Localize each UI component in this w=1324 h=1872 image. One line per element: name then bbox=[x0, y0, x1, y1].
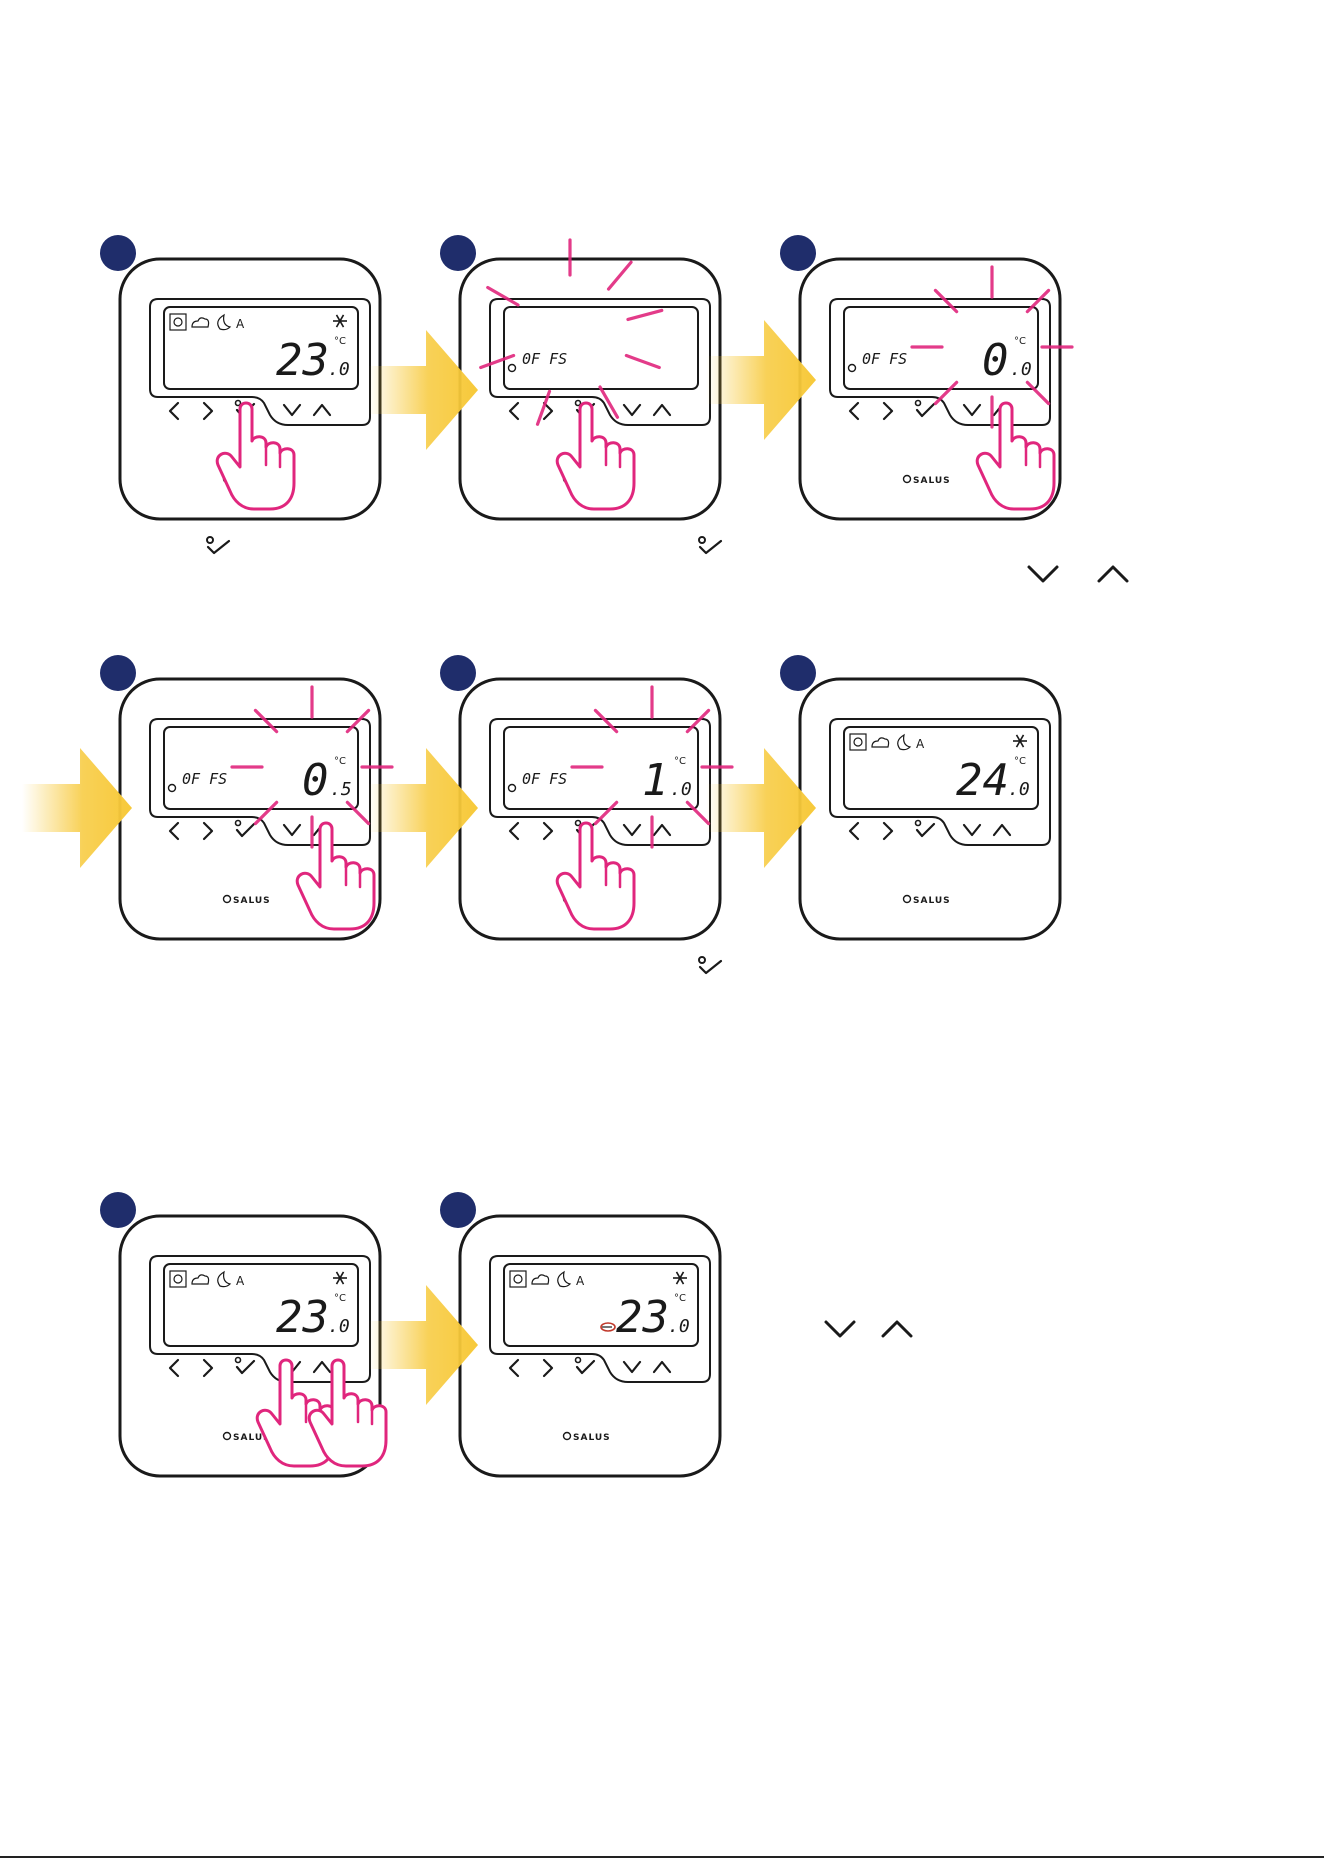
thermostat-illustration: SALUS0F FS bbox=[440, 235, 740, 535]
caption-chevron-up-icon-1 bbox=[1096, 563, 1130, 585]
offset-code: 0F FS bbox=[522, 350, 567, 368]
mode-auto-label: A bbox=[236, 317, 245, 331]
thermostat-illustration: SALUSA23.0°C bbox=[100, 1192, 400, 1492]
arrow-4-5 bbox=[368, 748, 478, 868]
mode-auto-label: A bbox=[576, 1274, 585, 1288]
temperature-decimal: .0 bbox=[668, 1316, 690, 1337]
brand-text: SALUS bbox=[573, 1433, 611, 1443]
arrow-shape bbox=[706, 320, 816, 440]
brand-text: SALUS bbox=[233, 896, 271, 906]
step-number-badge bbox=[100, 235, 136, 271]
step-4: SALUS 0F FS 0.5 °C bbox=[100, 655, 400, 955]
offset-code: 0F FS bbox=[182, 770, 227, 788]
step-3: SALUS 0F FS 0.0 °C bbox=[780, 235, 1080, 535]
lcd-screen bbox=[504, 307, 698, 389]
temperature-decimal: .0 bbox=[1008, 779, 1030, 800]
temperature-decimal: .0 bbox=[328, 359, 350, 380]
temperature-integer: 23 bbox=[616, 1292, 669, 1343]
temperature-integer: 24 bbox=[956, 755, 1009, 806]
thermostat-illustration: SALUS 0F FS 0.0 °C bbox=[780, 235, 1080, 535]
arrow-5-6 bbox=[706, 748, 816, 868]
arrow-graphic bbox=[368, 330, 478, 450]
arrow-shape bbox=[368, 748, 478, 868]
mode-auto-label: A bbox=[916, 737, 925, 751]
thermostat-illustration: SALUS A 24.0 °C bbox=[780, 655, 1080, 955]
arrow-graphic bbox=[706, 748, 816, 868]
offset-code: 0F FS bbox=[862, 350, 907, 368]
temperature-decimal: .0 bbox=[328, 1316, 350, 1337]
step-number-badge bbox=[780, 235, 816, 271]
arrow-graphic bbox=[368, 1285, 478, 1405]
brand-text: SALUS bbox=[913, 896, 951, 906]
arrow-3-4 bbox=[22, 748, 132, 868]
offset-unit: °C bbox=[1014, 336, 1026, 347]
temperature-unit: °C bbox=[334, 336, 346, 347]
arrow-shape bbox=[368, 1285, 478, 1405]
step-8: SALUS A 23.0 °C bbox=[440, 1192, 740, 1492]
temperature-unit: °C bbox=[334, 1293, 346, 1304]
step-5: SALUS0F FS1.0°C bbox=[440, 655, 740, 955]
step-6: SALUS A 24.0 °C bbox=[780, 655, 1080, 955]
temperature-unit: °C bbox=[674, 1293, 686, 1304]
step-number-badge bbox=[440, 235, 476, 271]
caption-check-icon-1 bbox=[204, 535, 232, 557]
step-number-badge bbox=[440, 655, 476, 691]
caption-check-icon-2 bbox=[696, 535, 724, 557]
step-number-badge bbox=[100, 655, 136, 691]
caption-check-icon-3 bbox=[696, 955, 724, 977]
mode-auto-label: A bbox=[236, 1274, 245, 1288]
arrow-1-2 bbox=[368, 330, 478, 450]
offset-code: 0F FS bbox=[522, 770, 567, 788]
step-number-badge bbox=[100, 1192, 136, 1228]
arrow-2-3 bbox=[706, 320, 816, 440]
offset-unit: °C bbox=[674, 756, 686, 767]
thermostat-illustration: SALUS0F FS1.0°C bbox=[440, 655, 740, 955]
arrow-shape bbox=[706, 748, 816, 868]
brand-text: SALUS bbox=[913, 476, 951, 486]
arrow-shape bbox=[368, 330, 478, 450]
arrow-graphic bbox=[22, 748, 132, 868]
caption-chevron-up-icon-2 bbox=[880, 1318, 914, 1340]
offset-value-decimal: .0 bbox=[1010, 359, 1032, 380]
thermostat-illustration: SALUS A 23.0 °C bbox=[440, 1192, 740, 1492]
temperature-unit: °C bbox=[1014, 756, 1026, 767]
arrow-shape bbox=[22, 748, 132, 868]
arrow-7-8 bbox=[368, 1285, 478, 1405]
thermostat-illustration: SALUS 0F FS 0.5 °C bbox=[100, 655, 400, 955]
offset-value-decimal: .0 bbox=[670, 779, 692, 800]
step-number-badge bbox=[440, 1192, 476, 1228]
offset-unit: °C bbox=[334, 756, 346, 767]
caption-chevron-down-icon-2 bbox=[823, 1318, 857, 1340]
temperature-integer: 23 bbox=[276, 335, 329, 386]
temperature-integer: 23 bbox=[276, 1292, 329, 1343]
offset-value-integer: 0 bbox=[982, 335, 1009, 386]
caption-chevron-down-icon-1 bbox=[1026, 563, 1060, 585]
offset-value-integer: 1 bbox=[642, 755, 669, 806]
offset-value-decimal: .5 bbox=[330, 779, 352, 800]
arrow-graphic bbox=[368, 748, 478, 868]
footer-rule bbox=[0, 1856, 1324, 1858]
arrow-graphic bbox=[706, 320, 816, 440]
offset-value-integer: 0 bbox=[302, 755, 329, 806]
step-number-badge bbox=[780, 655, 816, 691]
